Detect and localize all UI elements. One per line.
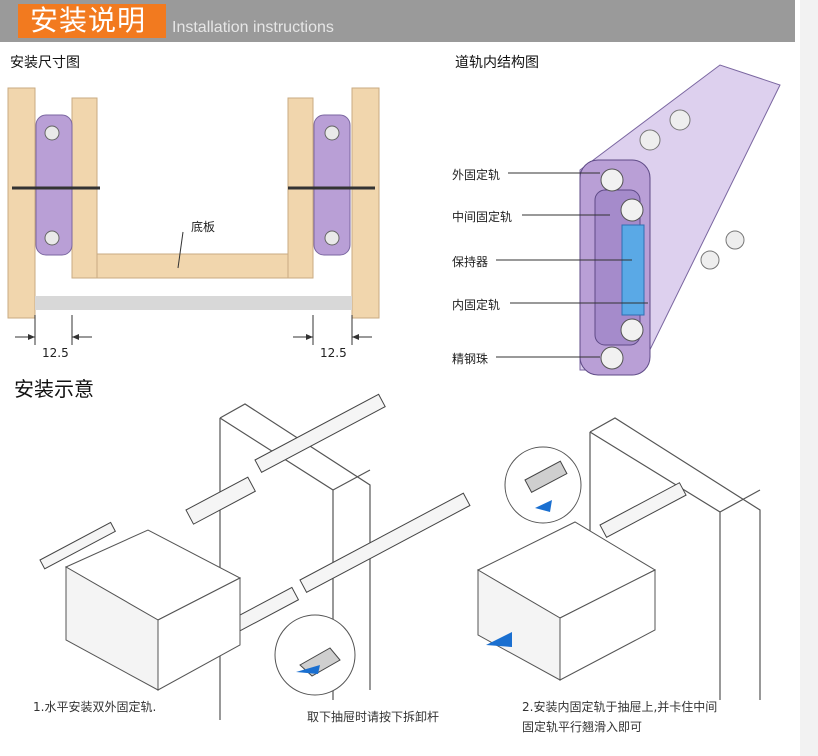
section-title-structure: 道轨内结构图	[455, 55, 539, 71]
ball-4	[600, 346, 624, 370]
header-title-box	[18, 4, 166, 38]
caption-step2-line1: 2.安装内固定轨于抽屉上,并卡住中间	[522, 700, 718, 714]
right-margin-strip	[800, 0, 818, 756]
floor-strip	[35, 296, 352, 310]
label-steel-ball: 精钢珠	[452, 352, 489, 366]
inner-rail-step1	[39, 521, 117, 570]
left-gap-label: 12.5	[42, 346, 69, 360]
ball-1	[600, 168, 624, 192]
header-title: 安装说明	[30, 4, 147, 37]
right-cabinet-panel	[351, 87, 380, 319]
right-rail-profile	[313, 114, 351, 256]
bottom-board-label: 底板	[191, 220, 216, 234]
drawer-bottom-board	[96, 253, 289, 279]
caption-step1: 1.水平安装双外固定轨.	[33, 700, 157, 714]
caption-step2-line2: 固定轨平行翘滑入即可	[522, 720, 643, 734]
right-gap-label: 12.5	[320, 346, 347, 360]
label-retainer: 保持器	[452, 255, 489, 269]
label-middle-rail: 中间固定轨	[452, 210, 513, 224]
dimension-drawing	[7, 87, 380, 345]
push-arrow	[486, 632, 512, 647]
left-rail-profile	[35, 114, 73, 256]
rail-step2	[599, 482, 687, 539]
header-subtitle: Installation instructions	[172, 19, 334, 36]
label-inner-rail: 内固定轨	[452, 298, 501, 312]
section-title-demo: 安装示意	[14, 377, 94, 401]
header-bar: 安装说明 Installation instructions	[0, 0, 795, 42]
left-cabinet-panel	[7, 87, 36, 319]
detail-circle-1	[274, 614, 356, 696]
ball-2	[620, 198, 644, 222]
retainer-section	[621, 224, 645, 316]
rail-structure-drawing	[496, 64, 781, 376]
rail-upper-right	[254, 393, 386, 474]
label-outer-rail: 外固定轨	[452, 168, 501, 182]
section-title-dimensions: 安装尺寸图	[10, 55, 80, 71]
rail-upper-left	[185, 476, 256, 525]
caption-remove: 取下抽屉时请按下拆卸杆	[307, 710, 440, 724]
ball-3	[620, 318, 644, 342]
rail-lower-right	[299, 492, 471, 594]
